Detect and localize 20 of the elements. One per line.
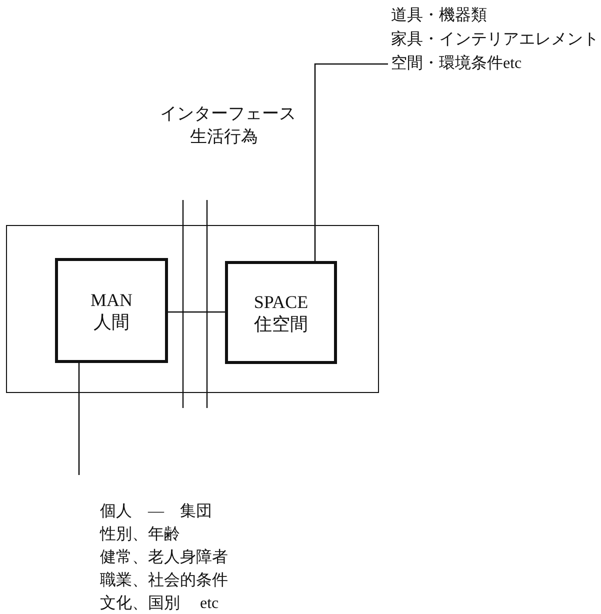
list-text: 家具・インテリアエレメント [391, 30, 600, 50]
connector-line [78, 363, 80, 475]
english-label: SPACE [254, 290, 308, 312]
english-label: MAN [90, 288, 132, 310]
list-text: 性別、年齢 [100, 525, 181, 545]
interface-label: インターフェース [160, 103, 296, 125]
space-box [225, 261, 337, 364]
list-text: 道具・機器類 [391, 6, 488, 26]
japanese-label: 住空間 [254, 312, 308, 334]
list-text: 文化、国別 etc [100, 594, 220, 614]
man-box [55, 258, 168, 363]
interface-label: 生活行為 [190, 126, 258, 148]
list-text: 空間・環境条件etc [391, 54, 523, 74]
list-text: 職業、社会的条件 [100, 570, 229, 591]
list-text: 健常、老人身障者 [100, 548, 229, 568]
japanese-label: 人間 [94, 310, 130, 332]
frame-box [6, 225, 379, 393]
connector-line [168, 311, 225, 313]
connector-line [314, 63, 388, 261]
list-text: 個人 — 集団 [100, 502, 213, 522]
